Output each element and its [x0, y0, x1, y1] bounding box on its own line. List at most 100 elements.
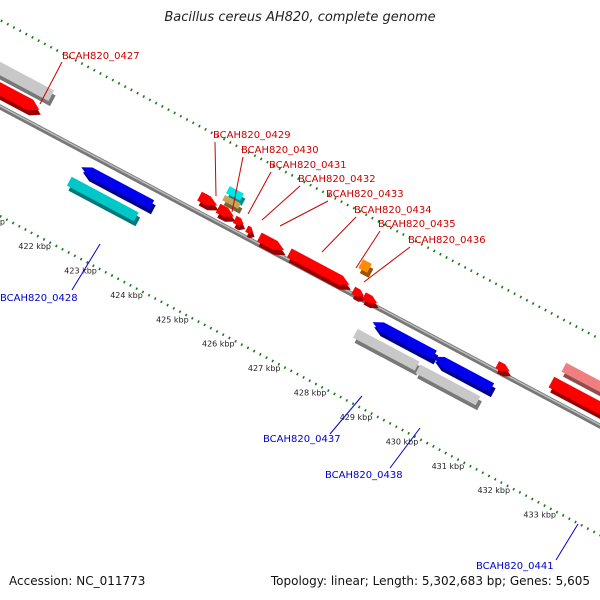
gene-0437a-face — [372, 322, 437, 360]
scale-label: 424 kbp — [110, 291, 143, 300]
label-0435[interactable]: BCAH820_0435 — [378, 219, 456, 230]
gene-0428a[interactable] — [81, 167, 156, 215]
track-tick — [586, 527, 590, 531]
gene-0427-pseudo[interactable] — [0, 53, 56, 107]
track-tick — [519, 295, 523, 299]
rna-0429-face — [226, 186, 244, 201]
label-0427[interactable]: BCAH820_0427 — [62, 51, 140, 62]
rna-0429[interactable] — [226, 186, 246, 206]
label-0432-leader — [261, 185, 301, 221]
gene-0436b[interactable] — [362, 292, 379, 308]
track-tick — [524, 494, 528, 498]
label-0437[interactable]: BCAH820_0437 — [263, 434, 341, 445]
upper-tick-track — [0, 19, 600, 341]
track-tick — [178, 310, 182, 314]
track-tick — [153, 297, 157, 301]
gene-0433[interactable] — [232, 215, 246, 231]
track-tick — [98, 267, 101, 271]
gene-0436-face — [351, 286, 364, 297]
label-0429[interactable]: BCAH820_0429 — [213, 130, 291, 141]
gene-0436-orange[interactable] — [358, 259, 374, 278]
track-tick — [61, 247, 64, 251]
gene-0433b[interactable] — [245, 225, 255, 239]
accession-label: Accession: NC_011773 — [9, 574, 146, 588]
label-0432[interactable]: BCAH820_0432 — [298, 174, 376, 185]
track-tick — [197, 320, 200, 324]
track-tick — [154, 101, 158, 105]
track-tick — [296, 177, 300, 181]
track-tick — [265, 356, 268, 360]
label-0428[interactable]: BCAH820_0428 — [0, 293, 78, 304]
track-tick — [425, 441, 429, 445]
gene-0432-face — [215, 203, 234, 217]
track-tick — [167, 108, 170, 112]
gene-0439[interactable] — [495, 361, 512, 377]
track-tick — [247, 150, 251, 154]
label-0431[interactable]: BCAH820_0431 — [269, 160, 347, 171]
track-tick — [580, 523, 584, 527]
track-tick — [228, 141, 232, 144]
track-tick — [6, 22, 10, 26]
track-tick — [530, 497, 534, 501]
track-tick — [550, 311, 554, 315]
track-tick — [513, 292, 516, 296]
gene-0435[interactable] — [287, 248, 351, 290]
scale-label: 433 kbp — [523, 511, 556, 520]
track-tick — [105, 75, 109, 79]
gene-0434[interactable] — [257, 232, 286, 256]
track-tick — [518, 490, 522, 494]
track-tick — [43, 42, 47, 46]
gene-0431[interactable] — [197, 191, 219, 211]
label-0433[interactable]: BCAH820_0433 — [326, 189, 404, 200]
track-tick — [135, 287, 139, 291]
track-tick — [0, 214, 3, 218]
track-tick — [85, 260, 89, 264]
track-tick — [36, 234, 40, 238]
track-tick — [190, 316, 194, 320]
label-0436[interactable]: BCAH820_0436 — [408, 235, 486, 246]
track-tick — [308, 379, 312, 383]
track-tick — [525, 298, 529, 302]
track-tick — [37, 39, 41, 43]
gene-0440[interactable] — [548, 376, 600, 423]
gene-forward[interactable] — [0, 69, 41, 116]
track-tick — [272, 164, 275, 167]
gene-0436b-face — [362, 292, 378, 303]
gene-0438[interactable] — [415, 364, 482, 411]
track-tick — [67, 251, 71, 254]
track-tick — [432, 444, 435, 448]
track-tick — [334, 196, 337, 200]
gene-0440-pseudo[interactable] — [561, 362, 600, 414]
gene-0432[interactable] — [215, 203, 236, 222]
track-tick — [402, 233, 405, 236]
gene-0433-face — [232, 215, 244, 226]
scale-label: 429 kbp — [340, 413, 373, 422]
track-tick — [568, 321, 572, 325]
label-0438[interactable]: BCAH820_0438 — [325, 470, 403, 481]
track-tick — [142, 95, 146, 98]
track-tick — [117, 81, 121, 85]
track-tick — [191, 121, 195, 125]
gene-0433b-face — [245, 225, 253, 234]
gene-0438a[interactable] — [433, 356, 496, 398]
gene-forward-face — [0, 82, 40, 111]
track-tick — [339, 395, 342, 399]
track-tick — [258, 352, 262, 356]
gene-0437[interactable] — [353, 328, 421, 376]
gene-0437a[interactable] — [372, 322, 439, 365]
gene-0433b-depth — [246, 230, 255, 239]
label-0430[interactable]: BCAH820_0430 — [241, 145, 319, 156]
track-tick — [266, 160, 269, 164]
track-tick — [290, 173, 294, 177]
gene-0428[interactable] — [66, 176, 141, 227]
track-tick — [179, 114, 183, 118]
track-tick — [277, 362, 281, 366]
track-tick — [456, 458, 460, 462]
track-tick — [210, 131, 214, 135]
track-tick — [130, 88, 133, 92]
track-tick — [110, 274, 114, 278]
label-0429-leader — [214, 141, 217, 197]
label-0441[interactable]: BCAH820_0441 — [476, 561, 554, 572]
label-0434[interactable]: BCAH820_0434 — [354, 205, 432, 216]
